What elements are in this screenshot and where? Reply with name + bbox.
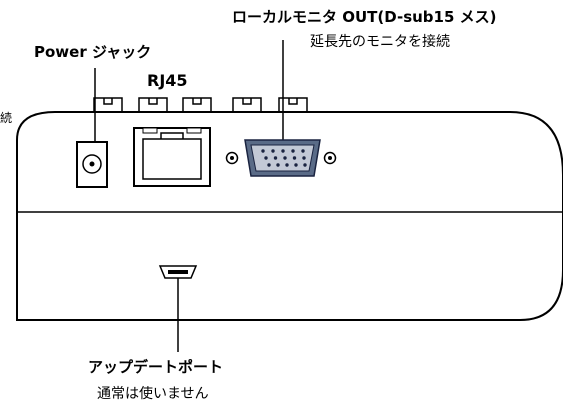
vga-face bbox=[250, 144, 315, 172]
vga-pin bbox=[291, 149, 295, 153]
vga-pin bbox=[276, 163, 280, 167]
power-jack-pin bbox=[89, 161, 95, 167]
vga-pin bbox=[294, 163, 298, 167]
rj45-port bbox=[133, 127, 211, 187]
vga-pin bbox=[283, 156, 287, 160]
vga-pin bbox=[261, 149, 265, 153]
vga-screw-left-center bbox=[230, 156, 234, 160]
update-port-description: 通常は使いません bbox=[97, 386, 209, 402]
vga-screw-right-center bbox=[328, 156, 332, 160]
vga-pin bbox=[264, 156, 268, 160]
power-jack-label: Power ジャック bbox=[34, 43, 152, 61]
rj45-clip bbox=[160, 132, 184, 139]
top-bump bbox=[138, 97, 168, 112]
vga-pin bbox=[301, 149, 305, 153]
rj45-inner bbox=[142, 138, 202, 180]
vga-pin bbox=[292, 156, 297, 160]
vga-pin bbox=[303, 163, 307, 167]
update-port bbox=[158, 265, 198, 352]
vga-pin bbox=[285, 163, 289, 167]
vga-pin bbox=[273, 156, 278, 160]
top-bump bbox=[232, 97, 262, 112]
update-port-tongue bbox=[168, 270, 188, 274]
rj45-label: RJ45 bbox=[147, 71, 188, 90]
rj45-led-right bbox=[186, 127, 202, 134]
vga-pins bbox=[261, 149, 307, 167]
rj45-led-left bbox=[142, 127, 158, 134]
top-bump bbox=[278, 97, 308, 112]
vga-pin bbox=[267, 163, 271, 167]
update-port-label: アップデートポート bbox=[88, 358, 224, 376]
vga-pin bbox=[271, 149, 275, 153]
power-jack bbox=[76, 68, 108, 188]
vga-port-description: 延長先のモニタを接続 bbox=[310, 34, 450, 50]
vga-pin bbox=[302, 156, 306, 160]
top-bump bbox=[93, 97, 123, 112]
vga-connector bbox=[225, 40, 337, 177]
top-bumps bbox=[93, 97, 308, 112]
vga-port-label: ローカルモニタ OUT(D-sub15 メス) bbox=[232, 8, 497, 26]
left-partial-text: 続 bbox=[0, 111, 13, 125]
top-bump bbox=[182, 97, 212, 112]
vga-pin bbox=[281, 149, 285, 153]
